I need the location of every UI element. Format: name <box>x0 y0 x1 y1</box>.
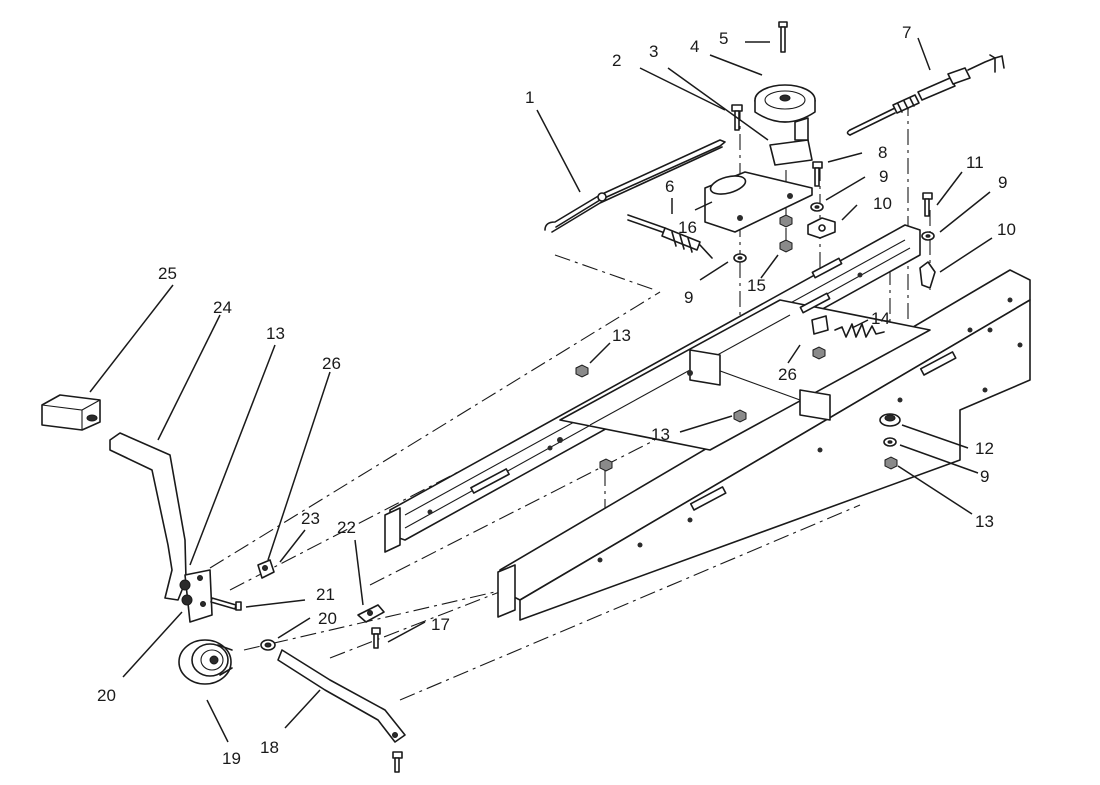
brake-rod <box>544 139 726 233</box>
callout-16: 16 <box>678 218 697 237</box>
pulley-19 <box>178 639 233 685</box>
callout-23: 23 <box>301 509 320 528</box>
flange-12 <box>879 413 901 427</box>
callout-8: 8 <box>878 143 887 162</box>
callout-18: 18 <box>260 738 279 757</box>
callout-20-a: 20 <box>97 686 116 705</box>
bolt-21 <box>210 597 242 611</box>
callout-3: 3 <box>649 42 658 61</box>
callout-labels: 1 2 3 4 5 6 7 8 9 9 9 9 10 10 11 12 13 1… <box>97 23 1016 768</box>
bolt-11 <box>922 192 933 217</box>
callout-13-d: 13 <box>266 324 285 343</box>
washer-9-a <box>733 253 747 263</box>
nut-13-d <box>599 458 613 472</box>
callout-24: 24 <box>213 298 232 317</box>
callout-13-c: 13 <box>975 512 994 531</box>
idler-pulley <box>754 84 816 123</box>
callout-21: 21 <box>316 585 335 604</box>
bolt-18-bottom <box>392 751 403 773</box>
bolt-8 <box>812 161 823 187</box>
nut-13-c <box>884 456 898 470</box>
nut-15-b <box>779 214 793 228</box>
callout-2: 2 <box>612 51 621 70</box>
cable-7 <box>846 54 1005 136</box>
bolt-2 <box>731 104 743 131</box>
callout-10-b: 10 <box>997 220 1016 239</box>
bracket-10-b <box>919 261 936 289</box>
callout-13-a: 13 <box>612 326 631 345</box>
pedal-arm <box>109 432 213 623</box>
idler-arm <box>704 171 813 233</box>
callout-10-a: 10 <box>873 194 892 213</box>
callout-14: 14 <box>871 309 890 328</box>
callout-9-d: 9 <box>980 467 989 486</box>
callout-15: 15 <box>747 276 766 295</box>
frame-front-rail <box>497 269 1031 621</box>
bracket-10-a <box>807 217 836 239</box>
callout-13-b: 13 <box>651 425 670 444</box>
pedal-pad <box>41 394 101 431</box>
nut-13-a <box>575 364 589 378</box>
washer-9-c <box>921 231 935 241</box>
callout-5: 5 <box>719 29 728 48</box>
nut-13-b <box>733 409 747 423</box>
callout-4: 4 <box>690 37 699 56</box>
spring-rod <box>627 214 713 259</box>
callout-19: 19 <box>222 749 241 768</box>
callout-17: 17 <box>431 615 450 634</box>
washer-9-d <box>883 437 897 447</box>
callout-1: 1 <box>525 88 534 107</box>
callout-9-b: 9 <box>998 173 1007 192</box>
spring-14 <box>834 323 885 338</box>
nut-26 <box>812 346 826 360</box>
callout-12: 12 <box>975 439 994 458</box>
clip-22 <box>357 604 385 623</box>
callout-20-b: 20 <box>318 609 337 628</box>
callout-6: 6 <box>665 177 674 196</box>
callout-9-a: 9 <box>879 167 888 186</box>
washer-20 <box>260 639 276 651</box>
callout-26-a: 26 <box>322 354 341 373</box>
leader-lines <box>89 37 993 743</box>
nut-15 <box>779 239 793 253</box>
clip-26-upper <box>811 315 829 335</box>
callout-7: 7 <box>902 23 911 42</box>
callout-26-b: 26 <box>778 365 797 384</box>
bolt-5 <box>778 21 788 53</box>
frame-cross-member <box>557 257 931 451</box>
washer-9-b <box>810 202 824 212</box>
clip-23 <box>257 559 275 579</box>
callout-9-c: 9 <box>684 288 693 307</box>
bracket-3 <box>769 117 813 166</box>
callout-25: 25 <box>158 264 177 283</box>
screw-17 <box>371 627 381 649</box>
callout-22: 22 <box>337 518 356 537</box>
rod-18 <box>277 649 406 743</box>
callout-11: 11 <box>966 153 984 172</box>
